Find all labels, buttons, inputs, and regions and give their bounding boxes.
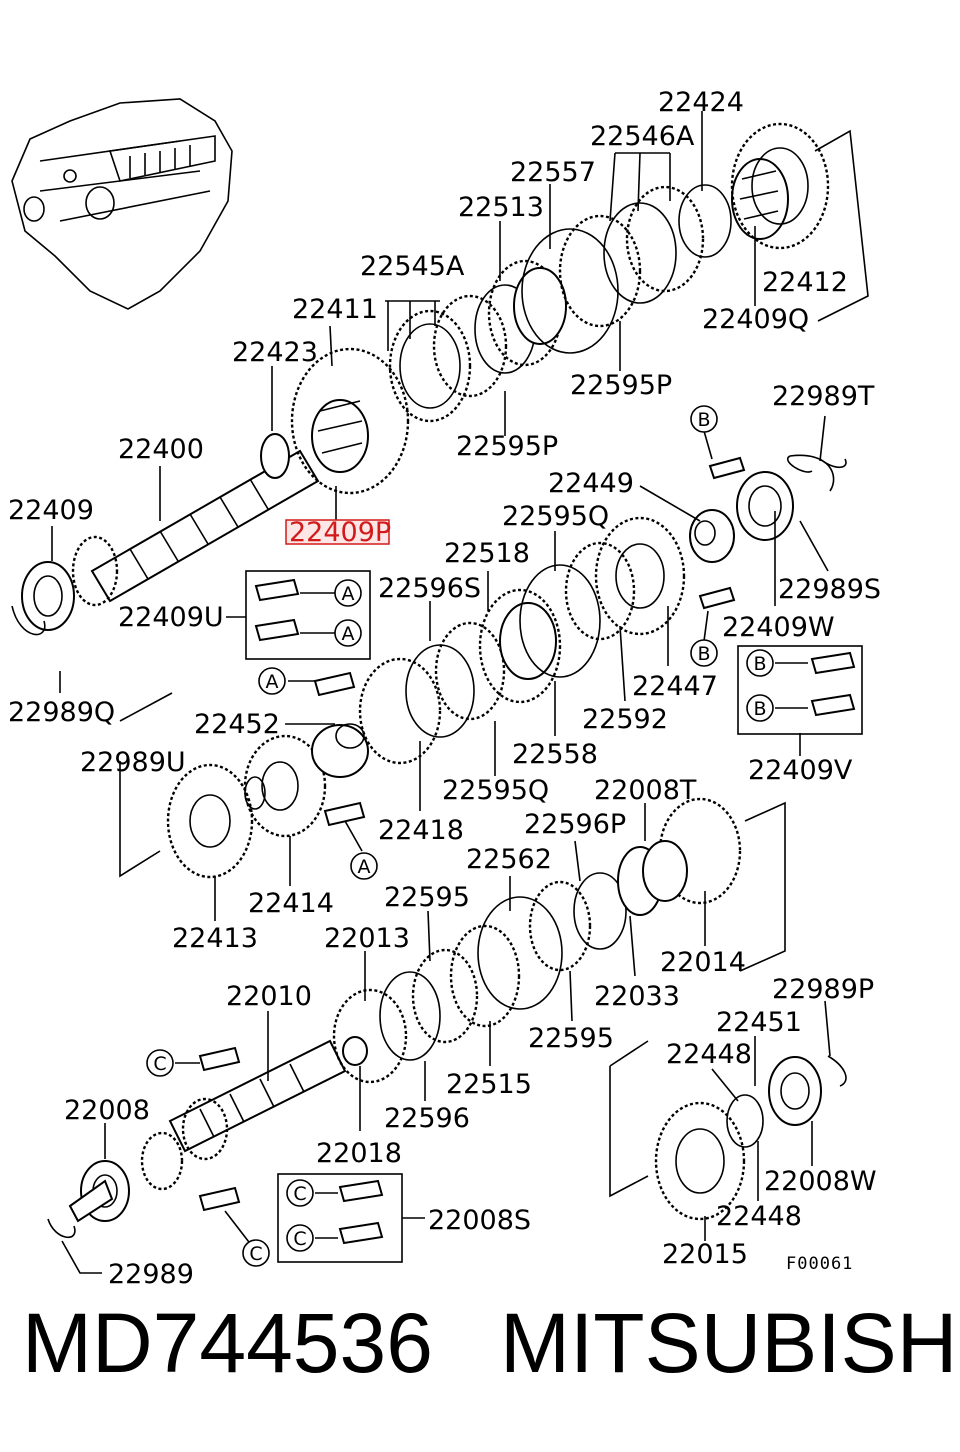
countershaft-assembly [47, 797, 847, 1239]
label-22451: 22451 [716, 1007, 802, 1038]
label-22596S: 22596S [378, 573, 481, 604]
part-labels: 22424 22546A 22557 22513 22412 22409Q 22… [8, 87, 881, 1290]
svg-text:B: B [697, 643, 710, 665]
label-22557: 22557 [510, 157, 596, 188]
label-22989U: 22989U [80, 747, 186, 778]
label-22424: 22424 [658, 87, 744, 118]
svg-text:B: B [697, 409, 710, 431]
label-22989P: 22989P [772, 974, 874, 1005]
label-22595P-b: 22595P [456, 431, 558, 462]
svg-text:A: A [342, 623, 355, 645]
highlight-box-22409P [285, 519, 390, 545]
label-22033: 22033 [594, 981, 680, 1012]
svg-text:C: C [293, 1228, 306, 1250]
label-22595P-a: 22595P [570, 370, 672, 401]
label-22596: 22596 [384, 1103, 470, 1134]
inset-box-c [277, 1173, 403, 1263]
label-22989Q: 22989Q [8, 697, 115, 728]
label-22412: 22412 [762, 267, 848, 298]
label-22595-a: 22595 [384, 882, 470, 913]
label-22448-b: 22448 [716, 1201, 802, 1232]
label-22423: 22423 [232, 337, 318, 368]
svg-text:A: A [266, 671, 279, 693]
label-22413: 22413 [172, 923, 258, 954]
label-22546A: 22546A [590, 121, 695, 152]
label-22008T: 22008T [594, 775, 697, 806]
label-22010: 22010 [226, 981, 312, 1012]
label-22558: 22558 [512, 739, 598, 770]
needle-bearings [198, 456, 746, 1212]
label-22447: 22447 [632, 671, 718, 702]
svg-text:A: A [342, 583, 355, 605]
part-number: MD744536 [22, 1296, 433, 1390]
callout-a: A A A A [258, 579, 378, 880]
label-22513: 22513 [458, 192, 544, 223]
label-22409P: 22409P [289, 517, 391, 548]
label-22592: 22592 [582, 704, 668, 735]
svg-text:C: C [249, 1243, 262, 1265]
callout-b: B B B B [690, 405, 774, 722]
svg-text:C: C [153, 1053, 166, 1075]
mainshaft-gear-set [166, 454, 847, 879]
brand-name: MITSUBISHI [500, 1296, 960, 1390]
svg-text:B: B [753, 653, 766, 675]
label-22595-b: 22595 [528, 1023, 614, 1054]
label-22409U: 22409U [118, 602, 224, 633]
label-22008: 22008 [64, 1095, 150, 1126]
label-22409V: 22409V [748, 755, 853, 786]
figure-code: F00061 [786, 1254, 853, 1274]
transmission-case-thumbnail [11, 98, 233, 310]
label-22452: 22452 [194, 709, 280, 740]
svg-text:B: B [753, 698, 766, 720]
label-22518: 22518 [444, 538, 530, 569]
svg-text:A: A [358, 856, 371, 878]
label-22448-a: 22448 [666, 1039, 752, 1070]
group-brackets [119, 129, 869, 1198]
label-22008W: 22008W [764, 1166, 877, 1197]
label-22515: 22515 [446, 1069, 532, 1100]
label-22449: 22449 [548, 468, 634, 499]
label-22545A: 22545A [360, 251, 465, 282]
label-22595Q-b: 22595Q [442, 775, 549, 806]
label-22409W: 22409W [722, 612, 835, 643]
input-shaft-assembly [11, 122, 830, 636]
label-22018: 22018 [316, 1138, 402, 1169]
callout-c: C C C C [146, 1049, 314, 1267]
label-22989: 22989 [108, 1259, 194, 1290]
label-22015: 22015 [662, 1239, 748, 1270]
label-22013: 22013 [324, 923, 410, 954]
label-22400: 22400 [118, 434, 204, 465]
label-22989T: 22989T [772, 381, 875, 412]
svg-text:C: C [293, 1183, 306, 1205]
label-22562: 22562 [466, 844, 552, 875]
label-22595Q-a: 22595Q [502, 501, 609, 532]
footer: MD744536 MITSUBISHI [0, 1288, 960, 1398]
label-22008S: 22008S [428, 1205, 531, 1236]
label-22409Q: 22409Q [702, 304, 809, 335]
label-22411: 22411 [292, 294, 378, 325]
label-22596P: 22596P [524, 809, 626, 840]
label-22014: 22014 [660, 947, 746, 978]
label-22989S: 22989S [778, 574, 881, 605]
label-22409: 22409 [8, 495, 94, 526]
leader-lines [51, 111, 831, 1274]
label-22414: 22414 [248, 888, 334, 919]
label-22418: 22418 [378, 815, 464, 846]
inset-box-a [245, 570, 371, 660]
